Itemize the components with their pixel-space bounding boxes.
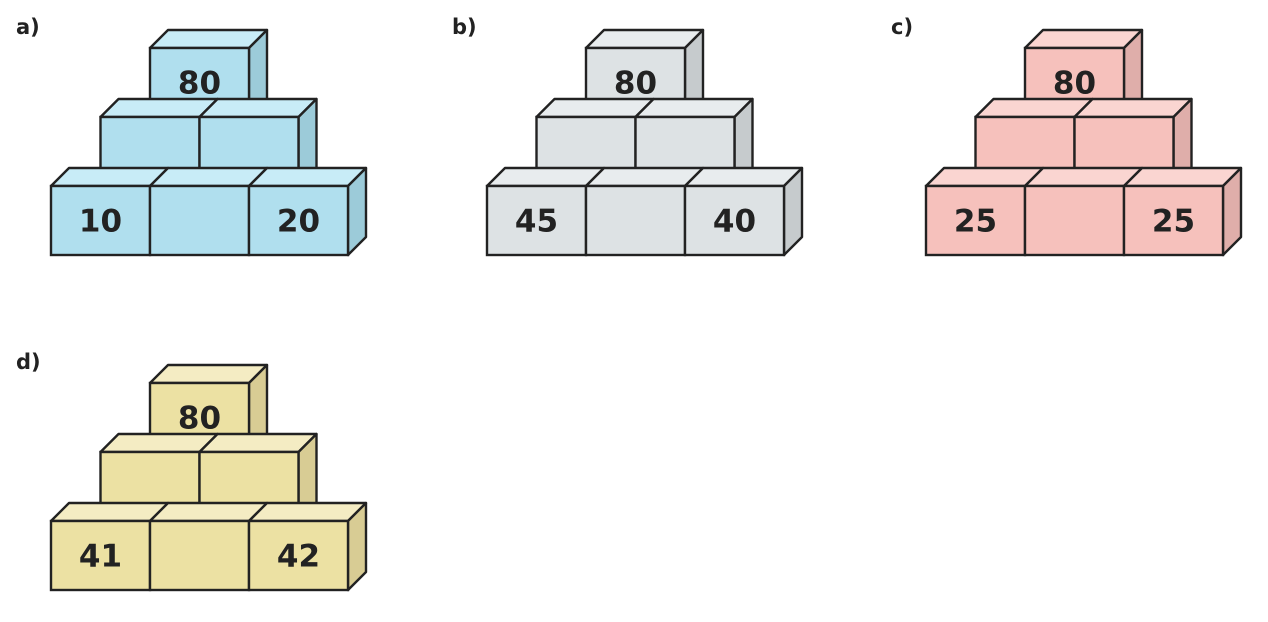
brick-front-face [584,184,687,257]
brick-value: 80 [178,401,221,437]
brick-top-face [974,97,1094,119]
brick-value: 25 [1152,204,1195,240]
brick-top-face [924,166,1045,188]
brick-front-face [1122,184,1225,257]
puzzle-b: b) 80 45 40 [452,17,832,287]
brick-bottom-middle [148,501,269,592]
brick-value: 80 [1053,66,1096,102]
brick-top-face [247,166,368,188]
brick-front-face [148,184,251,257]
puzzle-a: a) 80 10 20 [16,17,396,287]
brick-value: 80 [178,66,221,102]
brick-top-face [198,97,318,119]
brick-value: 80 [614,66,657,102]
brick-bottom-right: 40 [683,166,804,257]
number-pyramid: 80 10 20 [49,28,368,257]
brick-top-face [1122,166,1243,188]
brick-value: 42 [277,539,320,575]
brick-value: 45 [515,204,558,240]
brick-top-face [198,432,318,454]
puzzle-label: c) [891,15,914,39]
brick-top-face [99,97,219,119]
brick-top-face [148,166,269,188]
brick-front-face [1023,184,1126,257]
number-pyramid: 80 45 40 [485,28,804,257]
brick-top-face [49,166,170,188]
number-pyramid: 80 25 25 [924,28,1243,257]
brick-bottom-left: 45 [485,166,606,257]
brick-top-face [1023,166,1144,188]
brick-top-face [1023,28,1144,50]
brick-top-face [148,28,269,50]
brick-value: 40 [713,204,756,240]
brick-bottom-middle [148,166,269,257]
puzzle-c: c) 80 25 25 [891,17,1268,287]
brick-top-face [584,28,705,50]
brick-top-face [683,166,804,188]
brick-top-face [148,501,269,523]
brick-bottom-right: 20 [247,166,368,257]
brick-top-face [247,501,368,523]
puzzle-label: b) [452,15,477,39]
brick-top-face [148,363,269,385]
brick-top-face [1073,97,1193,119]
brick-front-face [247,184,350,257]
brick-bottom-middle [1023,166,1144,257]
brick-value: 20 [277,204,320,240]
puzzle-d: d) 80 41 42 [16,352,396,622]
brick-bottom-left: 41 [49,501,170,592]
brick-top-face [535,97,655,119]
brick-bottom-right: 25 [1122,166,1243,257]
brick-top-face [49,501,170,523]
brick-front-face [247,519,350,592]
brick-top-face [99,432,219,454]
brick-bottom-left: 25 [924,166,1045,257]
brick-bottom-left: 10 [49,166,170,257]
brick-value: 10 [79,204,122,240]
brick-top-face [485,166,606,188]
brick-top-face [584,166,705,188]
brick-value: 25 [954,204,997,240]
brick-front-face [49,184,152,257]
number-pyramid: 80 41 42 [49,363,368,592]
puzzle-label: d) [16,350,41,374]
brick-front-face [49,519,152,592]
brick-front-face [683,184,786,257]
brick-top: 80 [1023,28,1144,119]
brick-bottom-right: 42 [247,501,368,592]
brick-front-face [485,184,588,257]
puzzle-label: a) [16,15,40,39]
brick-top-face [634,97,754,119]
brick-front-face [148,519,251,592]
brick-value: 41 [79,539,122,575]
